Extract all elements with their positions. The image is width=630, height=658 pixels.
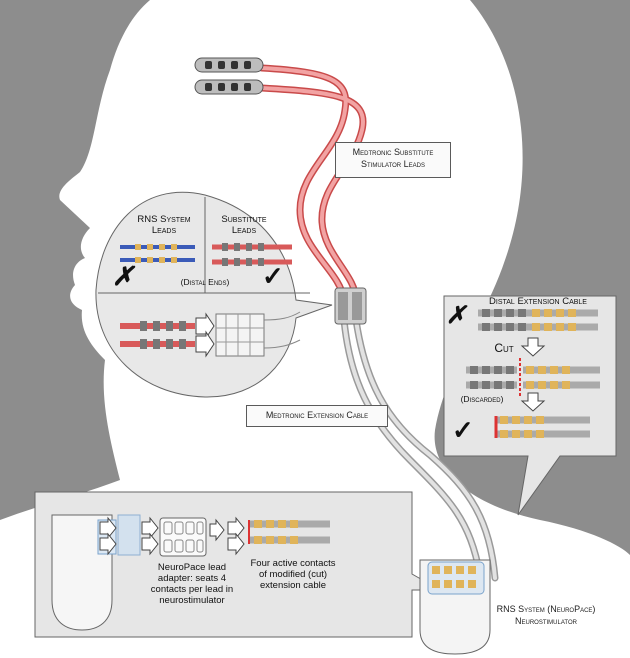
distal-ends-label: (Distal Ends) <box>180 277 230 287</box>
cut-label: Cut <box>494 341 514 355</box>
lead-tips <box>194 57 264 95</box>
substitute-leads-label: Substitute Leads <box>221 214 267 236</box>
distal-extension-label: Distal Extension Cable <box>489 296 587 307</box>
connector-block <box>334 287 367 325</box>
modified-cable-check-icon: ✓ <box>452 416 474 446</box>
distal-cable-cross-icon: ✗ <box>446 300 467 329</box>
implanted-neurostimulator <box>419 559 491 655</box>
rns-leads-cross-icon: ✗ <box>112 262 134 292</box>
discarded-label: (Discarded) <box>460 394 504 404</box>
neurostimulator-drawing <box>51 514 330 631</box>
four-active-contacts-label: Four active contacts of modified (cut) e… <box>250 558 336 591</box>
rns-system-leads-label: RNS System Leads <box>137 214 191 236</box>
substitute-lead-drawings <box>212 243 292 266</box>
rns-neurostimulator-label: RNS System (NeuroPace) Neurostimulator <box>496 604 596 626</box>
substitute-leads-check-icon: ✓ <box>262 262 284 292</box>
extension-cable-drawings <box>466 309 600 438</box>
medtronic-leads-label: Medtronic Substitute Stimulator Leads <box>335 142 451 178</box>
medtronic-extension-label: Medtronic Extension Cable <box>246 405 388 427</box>
cut-arrows <box>520 337 546 412</box>
adapter-lead-drawings <box>120 311 301 358</box>
rns-lead-drawings <box>120 244 195 263</box>
neuropace-adapter-label: NeuroPace lead adapter: seats 4 contacts… <box>150 562 234 606</box>
